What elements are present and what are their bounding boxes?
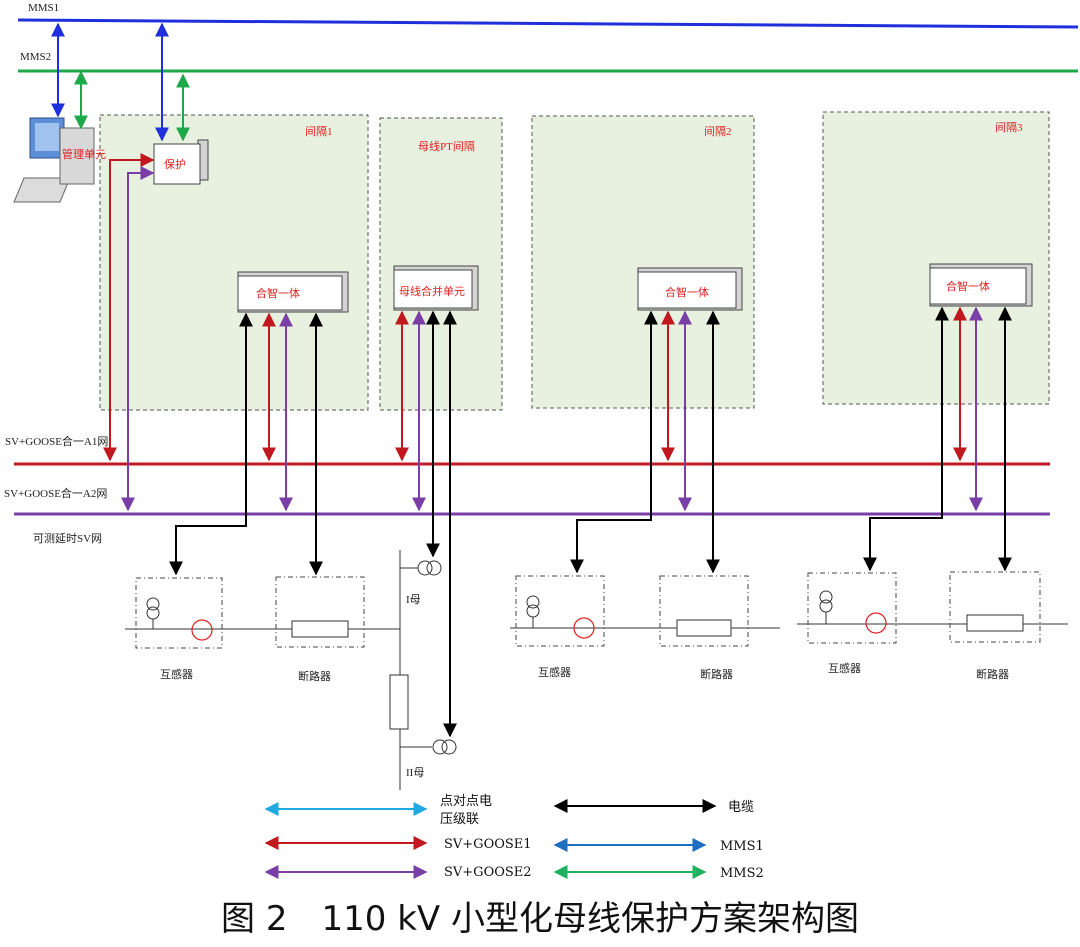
ct3-transformer-icon [819,590,833,624]
merge-smart-1-label: 合智一体 [256,286,300,300]
mms1-label: MMS1 [28,2,59,14]
mgmt-unit-label: 管理单元 [62,147,106,161]
breaker3-icon [966,614,1024,632]
merge-smart-unit-3 [929,263,1033,307]
legend-sv-goose2-label: SV+GOOSE2 [444,865,532,880]
bay1-label: 间隔1 [305,125,333,138]
ct2-box [515,575,605,647]
bus-merge-unit [393,265,479,311]
ct2-transformer-icon [526,595,540,628]
ct2-circle [573,617,595,639]
mms1-bus [17,18,1079,29]
protection-a1-link [103,153,155,462]
cb2-label: 断路器 [700,667,733,681]
a1-net-label: SV+GOOSE合一A1网 [5,434,108,448]
bus-coupler-icon [389,674,409,730]
cb3-box [949,571,1041,643]
cb1-box [275,576,365,648]
bus1-label: I母 [406,593,421,606]
bay-pt-label: 母线PT间隔 [418,139,475,153]
merge-smart-3-label: 合智一体 [946,279,990,293]
bay3-zone [822,111,1050,405]
bay3-label: 间隔3 [995,121,1023,134]
ct2-label: 互感器 [538,666,571,679]
legend-mms2-label: MMS2 [720,866,764,881]
protection-a2-link [121,166,155,512]
bus2-label: II母 [406,766,424,779]
legend-p2p-label-2: 压级联 [440,812,479,827]
cb1-label: 断路器 [298,669,331,683]
merge-smart-unit-2 [637,267,743,311]
merge-smart-unit-1 [237,271,349,313]
bay-pt-zone [379,117,503,411]
legend-sv-goose1-label: SV+GOOSE1 [444,837,532,852]
legend-cable-label: 电缆 [728,799,754,815]
bay2-zone [531,115,755,409]
breaker2-icon [676,619,732,637]
bay2-ct-cable [570,310,658,574]
bus2-pt-icon [432,739,457,755]
merge-smart-2-label: 合智一体 [665,285,709,299]
ct1-circle [191,619,213,641]
figure-caption: 图 2 110 kV 小型化母线保护方案架构图 [221,899,859,939]
mms2-label: MMS2 [20,51,51,63]
breaker1-icon [291,620,349,638]
bay3-ct-cable [863,306,949,572]
ct3-circle [865,612,887,634]
bay1-ct-cable [169,312,253,576]
bus-merge-unit-label: 母线合并单元 [399,284,465,298]
computer-icon [13,117,95,203]
ct1-box [135,577,223,649]
legend-p2p-label-1: 点对点电 [440,794,492,809]
legend-mms1-label: MMS1 [720,839,764,854]
protection-label: 保护 [164,157,186,171]
ct3-label: 互感器 [828,662,861,675]
sv-net-label: 可测延时SV网 [33,532,102,545]
cb3-label: 断路器 [976,667,1009,681]
bay2-label: 间隔2 [704,125,732,138]
cb2-box [659,575,749,647]
ct3-box [807,572,897,644]
bus1-pt-icon [417,560,442,576]
a2-net-label: SV+GOOSE合一A2网 [4,486,107,500]
ct1-label: 互感器 [160,668,193,681]
ct1-transformer-icon [146,597,160,629]
